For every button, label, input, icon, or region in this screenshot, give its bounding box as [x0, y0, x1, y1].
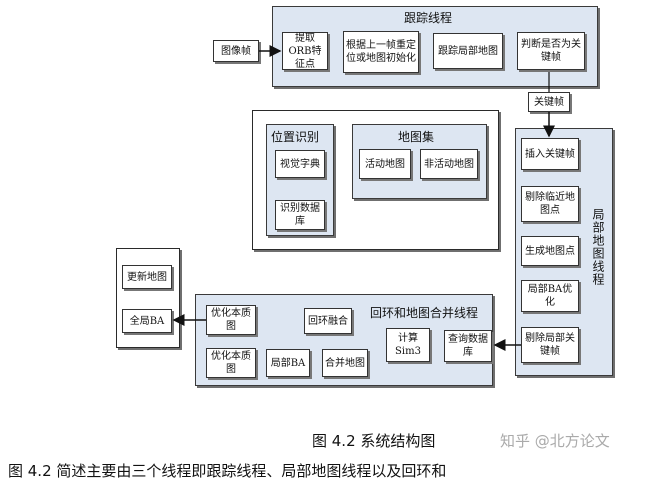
connector-arrows	[172, 45, 555, 351]
tracking-thread-title: 跟踪线程	[404, 11, 453, 25]
active-map-box: 活动地图	[359, 149, 411, 179]
create-map-points-box: 生成地图点	[521, 236, 579, 266]
optimize-essential-graph-box-1: 优化本质图	[206, 305, 256, 335]
local-ba-opt-box: 局部BA优化	[521, 280, 579, 312]
place-recognition-title: 位置识别	[271, 130, 320, 144]
recognition-database-box: 识别数据库	[275, 200, 325, 230]
figure-caption: 图 4.2 系统结构图	[312, 432, 436, 450]
update-map-box: 更新地图	[122, 265, 172, 289]
loop-merge-title: 回环和地图合并线程	[370, 306, 479, 320]
compute-sim3-box: 计算Sim3	[386, 328, 430, 362]
relocalize-box: 根据上一帧重定位或地图初始化	[343, 31, 419, 73]
local-mapping-title: 局部地图线程	[591, 208, 605, 286]
vocabulary-box: 视觉字典	[275, 150, 325, 178]
cull-local-keyframes-box: 剔除局部关键帧	[521, 327, 579, 363]
watermark: 知乎 @北方论文	[500, 432, 610, 450]
extract-orb-box: 提取ORB特征点	[282, 32, 328, 70]
inactive-map-box: 非活动地图	[420, 149, 478, 179]
loop-fusion-box: 回环融合	[304, 308, 352, 334]
judge-keyframe-box: 判断是否为关键帧	[517, 32, 585, 70]
track-local-map-box: 跟踪局部地图	[433, 33, 503, 69]
full-ba-box: 全局BA	[122, 309, 172, 333]
keyframe-label-box: 关键帧	[528, 92, 570, 112]
query-database-box: 查询数据库	[444, 330, 492, 362]
local-ba-box: 局部BA	[266, 349, 310, 377]
image-frame-box: 图像帧	[213, 40, 259, 62]
cull-map-points-box: 剔除临近地图点	[521, 186, 579, 222]
optimize-essential-graph-box-2: 优化本质图	[206, 348, 256, 378]
insert-keyframe-box: 插入关键帧	[521, 138, 579, 170]
merge-maps-box: 合并地图	[322, 349, 368, 377]
atlas-title: 地图集	[398, 130, 435, 144]
